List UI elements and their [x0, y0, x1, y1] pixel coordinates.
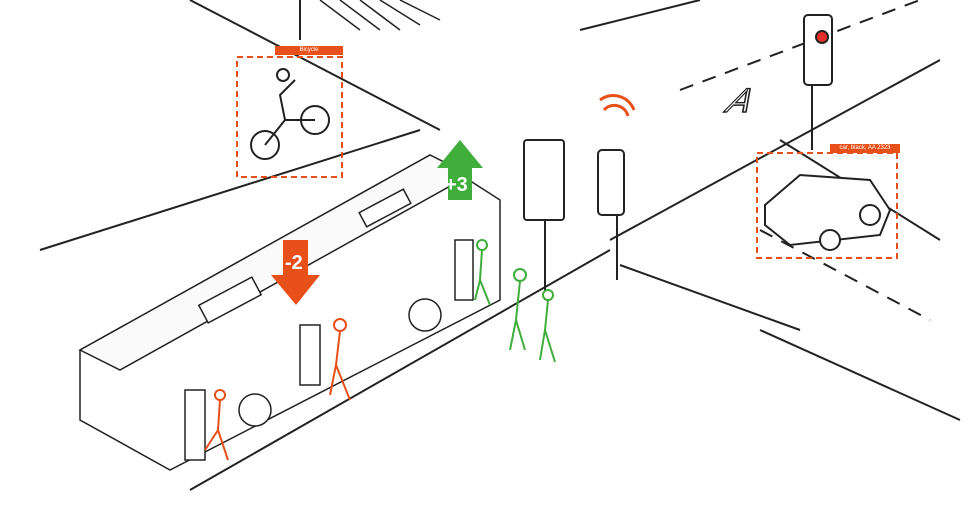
road-lines — [39, 0, 961, 491]
alighting-count: -2 — [285, 252, 303, 274]
boarding-arrow — [437, 140, 483, 200]
car-detection-label: car, black, AA 2323 — [830, 144, 900, 153]
road-marking: A — [719, 81, 764, 119]
boarding-count: +3 — [445, 174, 468, 196]
crosswalk — [319, 0, 441, 31]
boarding-passengers — [474, 239, 556, 363]
wireless-icon — [599, 94, 636, 117]
car — [764, 173, 892, 251]
bicycle-detection-label: Bicycle — [275, 46, 343, 55]
detection-boxes — [236, 56, 898, 259]
alighting-arrow — [271, 240, 320, 305]
traffic-lights — [299, 0, 833, 300]
bus — [78, 154, 501, 471]
cyclist — [250, 68, 330, 160]
alighting-passengers — [204, 318, 351, 461]
